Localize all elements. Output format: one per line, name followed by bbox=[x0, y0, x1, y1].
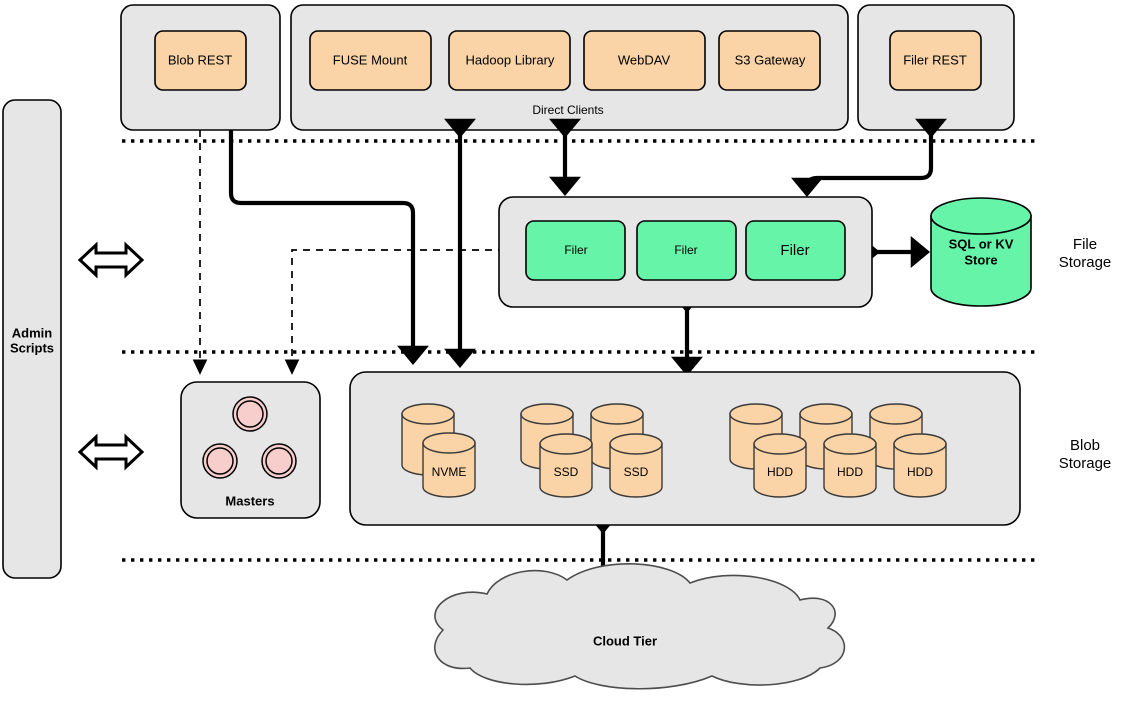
masters-group[interactable]: Masters bbox=[180, 381, 321, 519]
admin-scripts-label-line1: Admin bbox=[12, 325, 53, 340]
filer-rest-group[interactable]: Filer REST bbox=[857, 4, 1015, 131]
volume-nvme-label: NVME bbox=[432, 465, 467, 479]
admin-scripts-box[interactable] bbox=[2, 99, 62, 579]
node-blob-rest[interactable] bbox=[154, 30, 247, 91]
node-filer-rest[interactable] bbox=[889, 30, 982, 91]
node-webdav-label: WebDAV bbox=[618, 52, 671, 67]
node-filer-1-label: Filer bbox=[564, 243, 587, 257]
volume-hdd-1-label: HDD bbox=[767, 465, 793, 479]
master-node-3[interactable] bbox=[261, 443, 297, 479]
file-storage-tier-label-line1: File bbox=[1073, 236, 1097, 253]
volume-hdd-front-3[interactable]: HDD bbox=[893, 433, 947, 498]
admin-to-file-arrow-icon bbox=[77, 241, 145, 279]
node-filer-rest-label: Filer REST bbox=[903, 52, 967, 67]
direct-clients-caption: Direct Clients bbox=[532, 103, 603, 117]
volume-servers-group[interactable]: NVME SSD SSD bbox=[349, 371, 1021, 526]
sql-kv-store-top[interactable] bbox=[930, 197, 1032, 235]
volume-hdd-front-1[interactable]: HDD bbox=[753, 433, 807, 498]
volume-nvme-front-1[interactable]: NVME bbox=[422, 432, 476, 498]
volume-ssd-2-label: SSD bbox=[624, 465, 649, 479]
file-storage-tier-label-line2: Storage bbox=[1059, 254, 1112, 271]
blob-storage-tier-label-line1: Blob bbox=[1070, 437, 1100, 454]
node-hadoop-library[interactable] bbox=[448, 30, 571, 91]
node-blob-rest-label: Blob REST bbox=[168, 52, 232, 67]
volume-hdd-3-label: HDD bbox=[907, 465, 933, 479]
cloud-tier-label: Cloud Tier bbox=[593, 633, 657, 648]
connector-filers-to-masters-dashed bbox=[284, 249, 505, 375]
masters-group-box[interactable] bbox=[180, 381, 321, 519]
volume-hdd-front-2[interactable]: HDD bbox=[823, 433, 877, 498]
volume-ssd-1-label: SSD bbox=[554, 465, 579, 479]
direct-clients-group[interactable]: FUSE Mount Hadoop Library WebDAV S3 Gate… bbox=[290, 4, 849, 131]
master-node-1[interactable] bbox=[232, 396, 268, 432]
masters-label: Masters bbox=[225, 493, 274, 508]
node-fuse-mount-label: FUSE Mount bbox=[333, 52, 408, 67]
node-hadoop-library-label: Hadoop Library bbox=[466, 52, 555, 67]
volume-ssd-front-1[interactable]: SSD bbox=[539, 433, 593, 498]
connector-filer-rest-to-filers bbox=[791, 118, 947, 198]
node-webdav[interactable] bbox=[583, 30, 706, 91]
node-filer-1[interactable] bbox=[525, 220, 626, 281]
master-node-2[interactable] bbox=[202, 443, 238, 479]
blob-storage-tier-label-line2: Storage bbox=[1059, 455, 1112, 472]
connector-blob-rest-to-volumes bbox=[228, 130, 429, 366]
node-filer-2[interactable] bbox=[636, 220, 737, 281]
sql-kv-store[interactable]: SQL or KV Store bbox=[930, 197, 1032, 307]
admin-to-blob-arrow-icon bbox=[77, 433, 145, 471]
sql-kv-store-label-line1: SQL or KV bbox=[949, 236, 1014, 251]
node-s3-gateway[interactable] bbox=[718, 30, 821, 91]
admin-scripts-panel[interactable]: Admin Scripts bbox=[2, 99, 62, 579]
blob-rest-group[interactable]: Blob REST bbox=[120, 4, 281, 131]
node-filer-3[interactable] bbox=[745, 220, 846, 281]
admin-scripts-label-line2: Scripts bbox=[10, 340, 54, 355]
node-fuse-mount[interactable] bbox=[309, 30, 432, 91]
node-s3-gateway-label: S3 Gateway bbox=[735, 52, 806, 67]
node-filer-2-label: Filer bbox=[674, 243, 697, 257]
volume-ssd-front-2[interactable]: SSD bbox=[609, 433, 663, 498]
volume-hdd-2-label: HDD bbox=[837, 465, 863, 479]
filers-group[interactable]: Filer Filer Filer bbox=[498, 196, 873, 308]
cloud-tier-shape[interactable] bbox=[433, 563, 846, 690]
cloud-tier[interactable]: Cloud Tier bbox=[433, 563, 846, 690]
sql-kv-store-label-line2: Store bbox=[964, 252, 997, 267]
sql-kv-store-body[interactable] bbox=[930, 215, 1032, 307]
node-filer-3-label: Filer bbox=[780, 242, 809, 259]
